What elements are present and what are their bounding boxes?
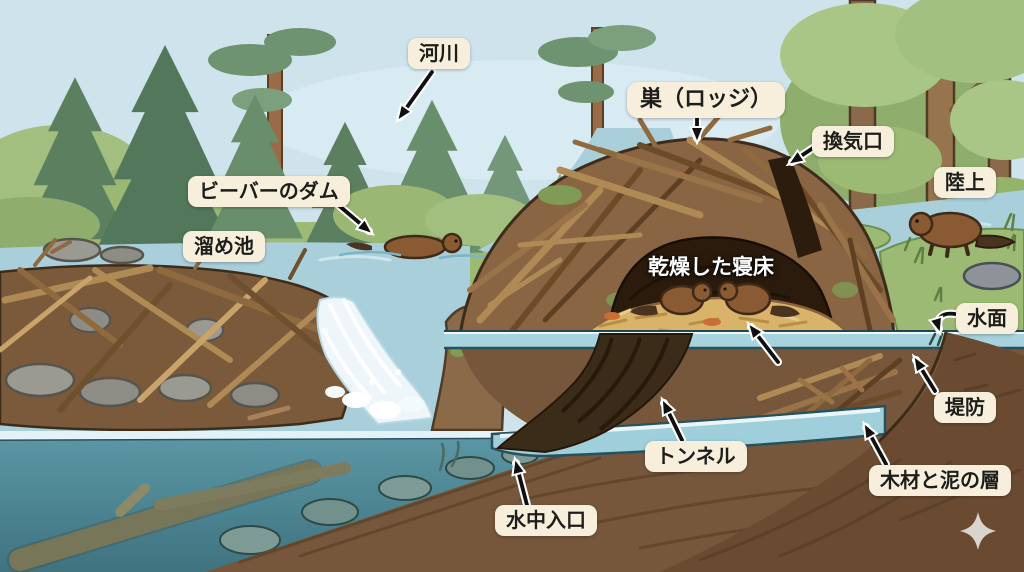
- water-surface-arrow: [927, 309, 959, 337]
- label-tunnel: トンネル: [645, 441, 747, 472]
- label-pond: 溜め池: [183, 231, 265, 262]
- underwater-entrance-arrow: [511, 455, 531, 509]
- label-river: 河川: [408, 38, 470, 69]
- rock: [99, 245, 145, 265]
- label-beaver-dam: ビーバーのダム: [188, 176, 350, 207]
- label-embankment: 堤防: [934, 392, 996, 423]
- beaver-lodge: [458, 112, 896, 343]
- wood-mud-layer-arrow: [862, 420, 890, 468]
- sparkle-icon: [960, 512, 996, 550]
- vent-opening: [768, 156, 822, 258]
- beaver-dam-structure: [0, 238, 352, 432]
- land-beaver: [903, 211, 1016, 258]
- tunnel-arrow: [660, 396, 686, 444]
- waterline-strip: [444, 330, 1024, 350]
- rock: [42, 237, 102, 263]
- river-arrow: [395, 68, 436, 124]
- water-surface-line-left: [0, 431, 545, 439]
- embankment-arrow: [911, 353, 939, 395]
- label-wood-mud-layer: 木材と泥の層: [869, 465, 1011, 496]
- lodge-beaver-right: [717, 280, 800, 317]
- dry-bedding-arrow: [746, 320, 782, 366]
- label-land: 陸上: [934, 167, 996, 198]
- label-underwater-entrance: 水中入口: [495, 505, 597, 536]
- rock: [962, 261, 1022, 291]
- lodge-beaver-left: [630, 281, 713, 316]
- label-vent: 換気口: [812, 126, 894, 157]
- label-lodge: 巣（ロッジ）: [627, 82, 786, 118]
- label-water-surface: 水面: [956, 303, 1018, 334]
- tunnel-channel: [495, 333, 694, 454]
- label-dry-bedding: 乾燥した寝床: [648, 255, 774, 279]
